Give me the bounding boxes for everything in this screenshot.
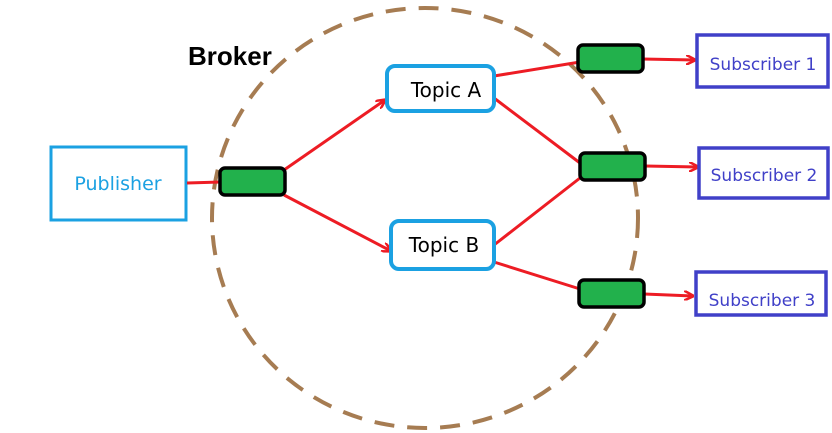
subscriber-3-box <box>694 270 828 317</box>
publisher-label: Publisher <box>74 173 161 195</box>
publisher-box <box>49 145 188 222</box>
subscriber-3-queue <box>577 278 646 309</box>
subscriber-1-queue <box>576 43 645 74</box>
topic-a-box <box>385 64 496 113</box>
topic-b-to-queue-3 <box>493 260 581 291</box>
publisher-queue <box>218 166 287 197</box>
topic-a-to-queue-1 <box>493 60 581 78</box>
topic-b-box <box>389 219 496 271</box>
broker-boundary <box>210 6 640 430</box>
queue-2-to-subscriber-2 <box>644 166 698 167</box>
subscriber-1-box <box>695 33 830 89</box>
subscriber-2-queue <box>578 151 647 182</box>
queue-1-to-subscriber-1 <box>641 59 695 60</box>
queue-to-topic-a <box>283 100 385 172</box>
subscriber-2-label: Subscriber 2 <box>711 166 818 186</box>
broker-title: Broker <box>188 41 272 71</box>
topic-a-label: Topic A <box>410 78 482 102</box>
subscriber-3-label: Subscriber 3 <box>709 291 816 311</box>
subscriber-2-box <box>697 146 830 200</box>
topic-a-to-queue-2 <box>493 96 581 165</box>
topic-b-to-queue-2 <box>493 176 581 247</box>
topic-b-label: Topic B <box>408 233 479 257</box>
subscriber-1-label: Subscriber 1 <box>710 55 817 75</box>
publisher-to-queue <box>186 180 222 185</box>
queue-to-topic-b <box>283 193 391 251</box>
queue-3-to-subscriber-3 <box>643 294 693 296</box>
